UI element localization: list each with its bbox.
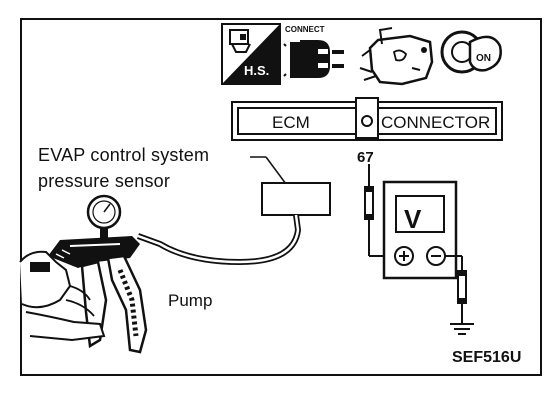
test-probe-negative (445, 255, 467, 324)
voltmeter (382, 180, 458, 280)
ecm-label: ECM (272, 113, 310, 132)
hand-tester-icon (221, 23, 281, 85)
sensor-label-line1: EVAP control system (38, 145, 210, 165)
ignition-on-label: ON (476, 53, 491, 64)
terminal-pin-number: 67 (357, 149, 374, 166)
hand-vacuum-pump (19, 194, 148, 354)
vacuum-hose (136, 214, 302, 266)
connect-label: CONNECT (285, 25, 325, 34)
ecm-connector-block (231, 97, 503, 141)
ignition-key-icon (440, 30, 502, 74)
header-icon-strip (221, 23, 502, 86)
connector-label: CONNECTOR (381, 113, 491, 132)
sensor-label-line2: pressure sensor (38, 171, 171, 191)
connector-plug-icon (283, 40, 344, 78)
pressure-sensor (250, 156, 331, 216)
figure-code: SEF516U (452, 349, 522, 366)
hs-label: H.S. (244, 63, 270, 78)
pump-label: Pump (168, 291, 213, 310)
voltmeter-unit-label: V (404, 204, 422, 234)
ground-symbol (450, 323, 474, 335)
engine-icon (359, 27, 434, 86)
